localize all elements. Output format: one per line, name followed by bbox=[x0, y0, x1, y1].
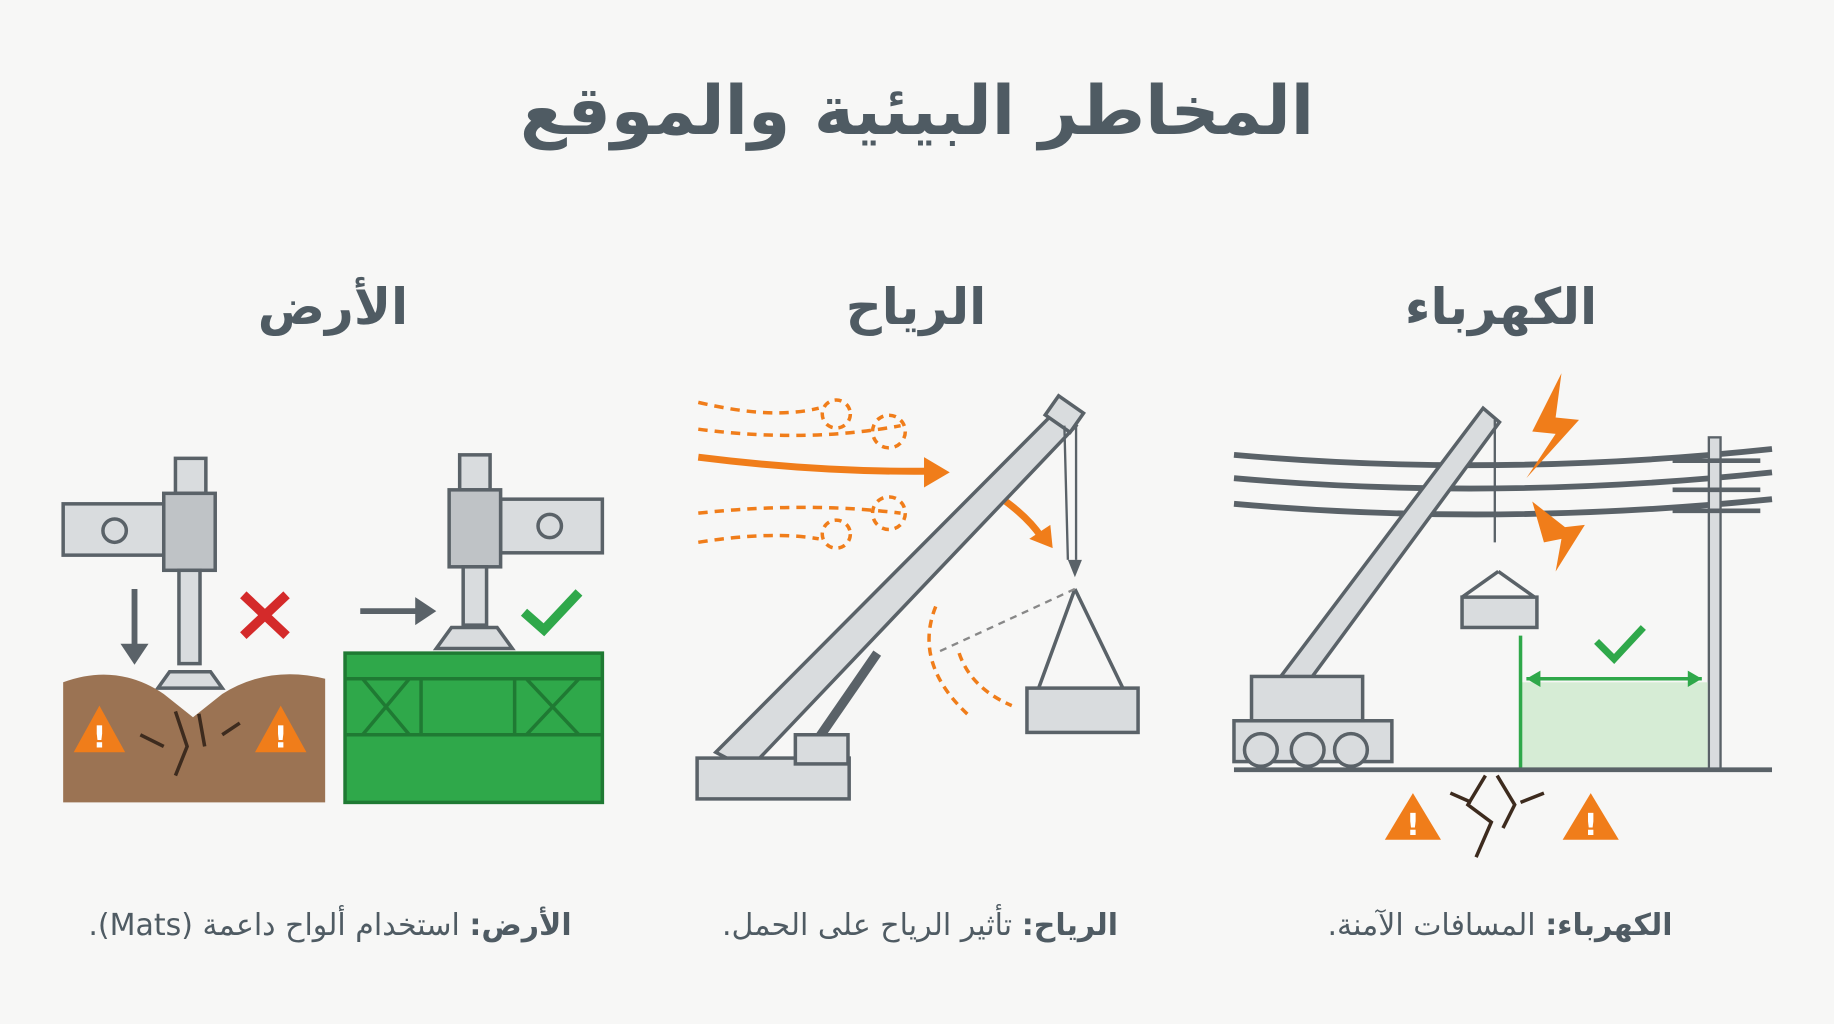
outrigger-jack bbox=[161, 491, 217, 573]
heading-electricity: الكهرباء bbox=[1404, 278, 1598, 336]
wind-lines bbox=[697, 400, 901, 545]
warning-icon bbox=[254, 705, 307, 753]
lightning-icon bbox=[1526, 373, 1580, 479]
check-icon bbox=[1594, 625, 1646, 664]
load bbox=[1460, 595, 1539, 630]
caption-text: المسافات الآمنة. bbox=[1327, 908, 1546, 943]
outrigger-jack bbox=[447, 488, 503, 569]
caption-text: تأثير الرياح على الحمل. bbox=[721, 908, 1022, 943]
arrow-right-icon bbox=[415, 597, 437, 626]
caption-label: الأرض: bbox=[469, 908, 572, 943]
warning-icon bbox=[1562, 793, 1619, 840]
outrigger-beam bbox=[61, 502, 182, 557]
cross-icon bbox=[240, 591, 290, 640]
soil-crack bbox=[139, 710, 241, 777]
svg-text:!: ! bbox=[274, 721, 288, 756]
ground-unsupported-illustration: ! ! bbox=[61, 456, 326, 803]
caption-label: الكهرباء: bbox=[1545, 908, 1673, 943]
load bbox=[1025, 686, 1140, 735]
svg-text:!: ! bbox=[1584, 808, 1598, 843]
soft-soil bbox=[63, 674, 326, 803]
caption-wind: الرياح: تأثير الرياح على الحمل. bbox=[640, 908, 1200, 943]
caption-electricity: الكهرباء: المسافات الآمنة. bbox=[1220, 908, 1780, 943]
ground-crack bbox=[1449, 774, 1545, 858]
power-lines bbox=[1233, 446, 1773, 518]
caption-label: الرياح: bbox=[1021, 908, 1119, 943]
check-icon bbox=[520, 589, 583, 637]
caption-ground: الأرض: استخدام ألواح داعمة (Mats). bbox=[50, 908, 610, 943]
svg-text:!: ! bbox=[92, 721, 106, 756]
page-title: المخاطر البيئية والموقع bbox=[519, 72, 1315, 151]
warning-icon bbox=[1384, 793, 1441, 840]
svg-text:!: ! bbox=[1406, 808, 1420, 843]
support-mat bbox=[343, 651, 605, 805]
heading-ground: الأرض bbox=[257, 278, 409, 336]
outrigger-beam bbox=[498, 497, 605, 555]
electricity-illustration: ! ! bbox=[1232, 373, 1773, 858]
caption-text: استخدام ألواح داعمة (Mats). bbox=[88, 908, 470, 943]
wind-illustration bbox=[695, 393, 1140, 801]
lightning-icon bbox=[1532, 501, 1585, 572]
ground-mat-illustration bbox=[343, 453, 605, 805]
swing-arrow-icon bbox=[1029, 524, 1053, 549]
safe-zone bbox=[1520, 682, 1708, 770]
utility-pole bbox=[1707, 436, 1722, 771]
hook bbox=[1067, 559, 1082, 578]
warning-icon bbox=[73, 705, 126, 753]
arrow-down-icon bbox=[120, 643, 149, 665]
crane-boom bbox=[1260, 405, 1502, 714]
heading-wind: الرياح bbox=[845, 278, 987, 336]
wind-arrow-icon bbox=[924, 457, 950, 488]
